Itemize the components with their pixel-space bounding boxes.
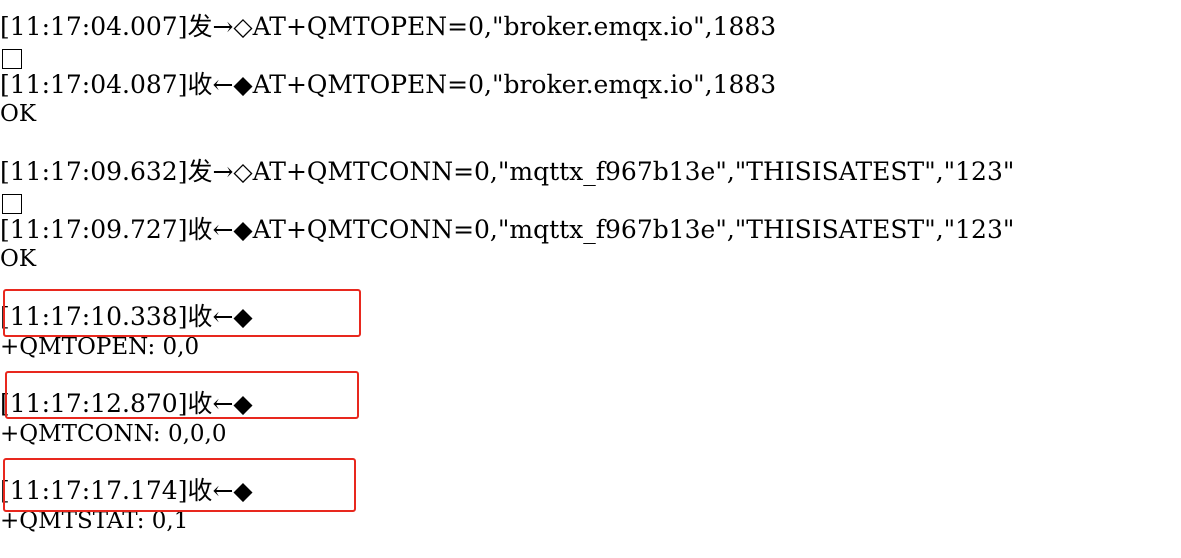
log-line-ok: OK <box>0 246 37 272</box>
log-line-send-qmtopen: [11:17:04.007]发→◇AT+QMTOPEN=0,"broker.em… <box>0 12 777 41</box>
highlight-box-qmtstat <box>3 458 356 512</box>
log-line-qmtconn-urc: +QMTCONN: 0,0,0 <box>0 421 227 447</box>
log-line-recv-timestamp: [11:17:12.870]收←◆ <box>0 389 253 418</box>
highlight-box-qmtconn <box>5 371 359 419</box>
log-line-qmtstat-urc: +QMTSTAT: 0,1 <box>0 508 189 534</box>
log-line-recv-timestamp: [11:17:10.338]收←◆ <box>0 302 253 331</box>
log-line-recv-qmtopen-echo: [11:17:04.087]收←◆AT+QMTOPEN=0,"broker.em… <box>0 70 777 99</box>
empty-box-icon <box>2 193 22 214</box>
log-line-box <box>0 42 22 71</box>
empty-box-icon <box>2 48 22 69</box>
log-line-send-qmtconn: [11:17:09.632]发→◇AT+QMTCONN=0,"mqttx_f96… <box>0 157 1015 186</box>
log-line-ok: OK <box>0 101 37 127</box>
log-line-recv-timestamp: [11:17:17.174]收←◆ <box>0 476 253 505</box>
highlight-box-qmtopen <box>3 289 361 337</box>
log-line-recv-qmtconn-echo: [11:17:09.727]收←◆AT+QMTCONN=0,"mqttx_f96… <box>0 215 1015 244</box>
log-line-qmtopen-urc: +QMTOPEN: 0,0 <box>0 334 200 360</box>
log-line-box <box>0 187 22 216</box>
